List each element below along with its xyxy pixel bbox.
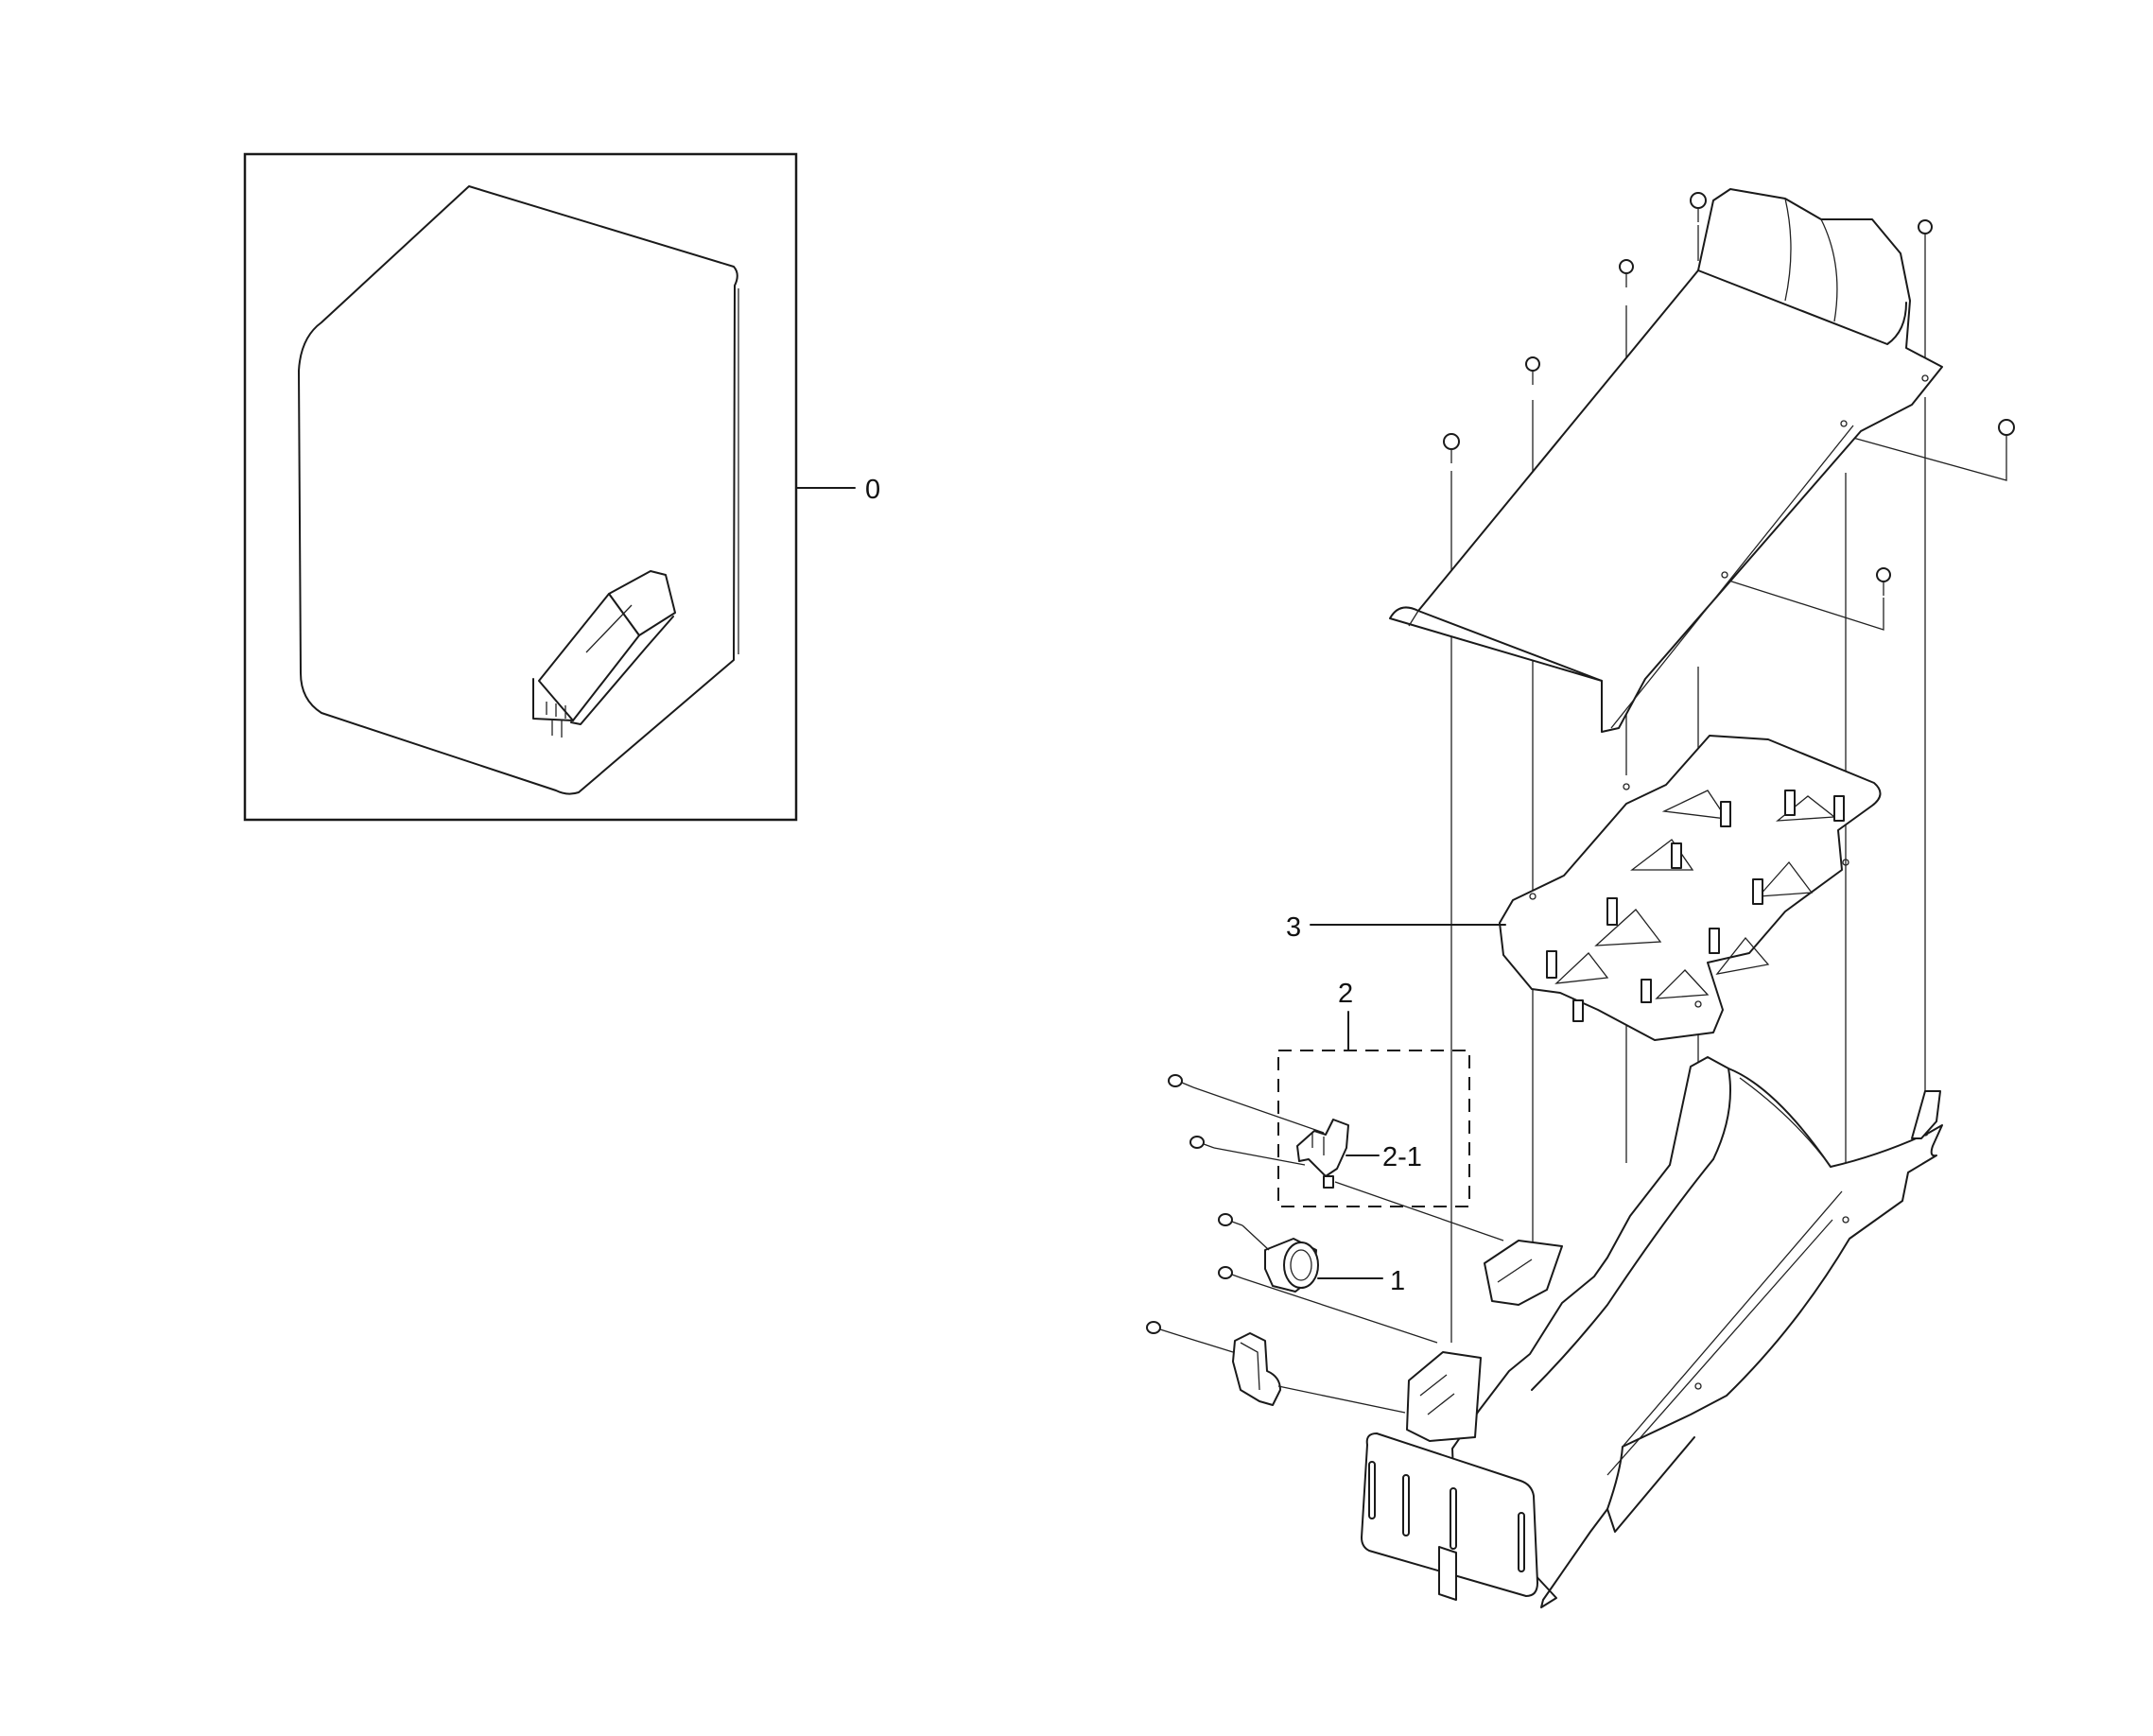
heater-housing [1451, 1056, 1943, 1608]
thermostat: 1 [1218, 1213, 1438, 1344]
thermal-fuse [1296, 1119, 1349, 1189]
kit-dashed-boundary [1277, 1050, 1470, 1207]
heater-duct-cover [1389, 188, 1943, 733]
bracket-clip [1146, 1321, 1406, 1414]
thermal-fuse-kit: 2 2-1 [1168, 979, 1504, 1241]
callout-1-label: 1 [1390, 1266, 1405, 1296]
housing-end-plate [1361, 1432, 1538, 1601]
side-bracket [1406, 1351, 1482, 1442]
inset-heater-housing [532, 570, 676, 738]
thermostat-screws [1218, 1213, 1243, 1279]
callout-0-label: 0 [865, 475, 880, 505]
fuse-screws [1168, 1074, 1215, 1149]
screws-top [1443, 192, 2015, 596]
heater-element-plate: 3 [1286, 735, 1882, 1041]
dryer-cabinet-outline [298, 185, 738, 795]
inset-frame [243, 152, 798, 822]
callout-2-1-label: 2-1 [1382, 1142, 1422, 1172]
assembly-inset: 0 [243, 152, 880, 822]
callout-3-label: 3 [1286, 912, 1301, 943]
callout-2-label: 2 [1338, 979, 1353, 1009]
